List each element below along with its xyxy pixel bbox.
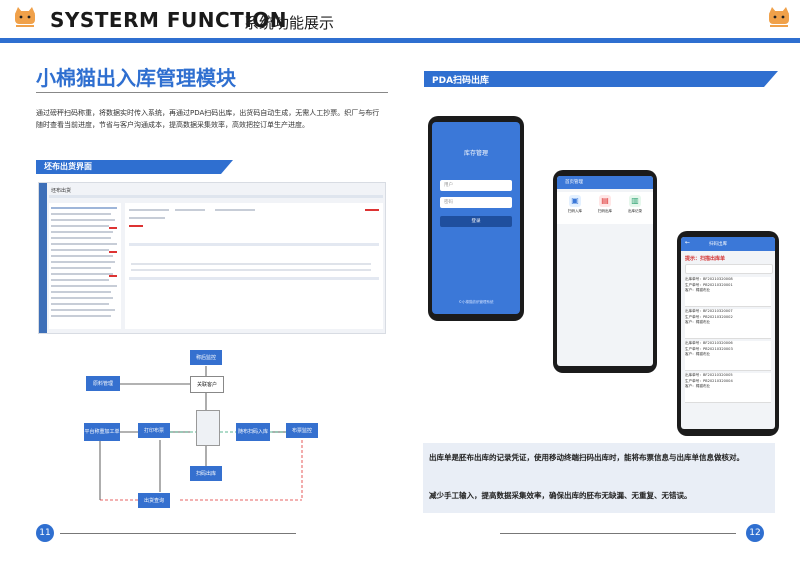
screenshot-sidebar: [39, 183, 47, 333]
order-card[interactable]: 出库单号：BF20210320006 生产单号：PB20210320003 客户…: [685, 341, 771, 371]
header-title: SYSTERM FUNCTION: [50, 8, 288, 32]
scan-input[interactable]: [685, 264, 773, 274]
password-field[interactable]: 密码: [440, 197, 512, 208]
home-header: 首页管理: [557, 176, 653, 189]
home-screen: 首页管理 ▣ 扫码入库 ▤ 扫码出库 ▥ 出库记录: [557, 176, 653, 366]
section-banner-tip: [221, 160, 233, 174]
app-out-records[interactable]: ▥ 出库记录: [623, 195, 647, 214]
header-subtitle: 系统功能展示: [244, 14, 335, 32]
flow-node-weigh: 平台称重加工单: [84, 423, 120, 441]
description-box: 出库单是胚布出库的记录凭证，使用移动终端扫码出库时，能将布票信息与出库单信息做核…: [423, 443, 775, 513]
pda-section-banner: [424, 71, 764, 87]
flow-node-monitor: 布票监控: [286, 423, 318, 438]
order-prod: 生产单号：PB20210320004: [685, 378, 733, 383]
scan-out-icon: ▤: [599, 195, 611, 207]
section-banner: [36, 160, 221, 174]
login-screen: 库存管理 用户 密码 登录 ©小棉猫纺织管理系统: [432, 122, 520, 314]
description-line-2: 减少手工输入，提高数据采集效率，确保出库的胚布无缺漏、无重复、无错误。: [429, 491, 692, 500]
title-underline: [36, 92, 388, 93]
flow-node-pda: 随布扫码入库: [236, 423, 270, 441]
login-footer: ©小棉猫纺织管理系统: [458, 300, 494, 304]
footer-line-left: [60, 533, 296, 534]
order-no: 出库单号：BF20210320008: [685, 277, 733, 281]
order-no: 出库单号：BF20210320007: [685, 309, 733, 313]
app-scan-in-label: 扫码入库: [568, 209, 582, 213]
order-customer: 客户：棉猫布业: [685, 352, 711, 356]
order-card[interactable]: 出库单号：BF20210320008 生产单号：PB20210320001 客户…: [685, 277, 771, 307]
scan-out-header: ← 扫码出库: [681, 237, 775, 251]
order-prod: 生产单号：PB20210320003: [685, 346, 733, 351]
flow-node-link-customer: 关联客户: [190, 376, 224, 393]
phone-scan-out: ← 扫码出库 提示：扫描出库单 出库单号：BF20210320008 生产单号：…: [677, 231, 779, 436]
scan-in-icon: ▣: [569, 195, 581, 207]
software-screenshot: 坯布出货: [38, 182, 386, 334]
pda-section-label: PDA扫码出库: [432, 76, 490, 86]
flow-pda-device: [196, 410, 220, 446]
back-arrow-icon[interactable]: ←: [685, 239, 691, 246]
flow-node-print: 打印布票: [138, 423, 170, 438]
pda-section-banner-tip: [764, 71, 778, 87]
brand-logo-left: [12, 6, 38, 32]
records-icon: ▥: [629, 195, 641, 207]
flowchart-connectors: [99, 366, 303, 501]
module-title: 小棉猫出入库管理模块: [36, 66, 236, 90]
flow-node-scan-out: 扫码出库: [190, 466, 222, 481]
order-card[interactable]: 出库单号：BF20210320005 生产单号：PB20210320004 客户…: [685, 373, 771, 403]
intro-text: 通过磅秤扫码称重，将数据实时传入系统，再通过PDA扫码出库，出货码自动生成，无需…: [36, 109, 380, 129]
order-card[interactable]: 出库单号：BF20210320007 生产单号：PB20210320002 客户…: [685, 309, 771, 339]
order-no: 出库单号：BF20210320006: [685, 341, 733, 345]
brand-logo-right: [766, 6, 792, 32]
scan-out-screen: ← 扫码出库 提示：扫描出库单 出库单号：BF20210320008 生产单号：…: [681, 237, 775, 429]
username-value: 用户: [444, 183, 453, 188]
home-app-grid: ▣ 扫码入库 ▤ 扫码出库 ▥ 出库记录: [557, 192, 653, 224]
header-divider: [0, 38, 800, 43]
phone-login: 库存管理 用户 密码 登录 ©小棉猫纺织管理系统: [428, 116, 524, 321]
home-header-title: 首页管理: [565, 180, 583, 185]
screenshot-title: 坯布出货: [51, 188, 72, 194]
screenshot-toolbar: [49, 195, 383, 198]
order-prod: 生产单号：PB20210320002: [685, 314, 733, 319]
order-customer: 客户：棉猫布业: [685, 320, 711, 324]
order-prod: 生产单号：PB20210320001: [685, 282, 733, 287]
app-scan-out-label: 扫码出库: [598, 209, 612, 213]
login-app-title: 库存管理: [463, 150, 488, 157]
app-records-label: 出库记录: [628, 209, 642, 213]
phone-home: 首页管理 ▣ 扫码入库 ▤ 扫码出库 ▥ 出库记录: [553, 170, 657, 373]
section-label: 坯布出货界面: [44, 162, 92, 171]
app-scan-out[interactable]: ▤ 扫码出库: [593, 195, 617, 214]
page-number-right: 12: [746, 524, 764, 542]
flow-node-stats: 出货查询: [138, 493, 170, 508]
page-number-left: 11: [36, 524, 54, 542]
description-line-1: 出库单是胚布出库的记录凭证，使用移动终端扫码出库时，能将布票信息与出库单信息做核…: [429, 453, 744, 462]
screenshot-list: [49, 203, 121, 329]
password-value: 密码: [444, 200, 453, 205]
screenshot-detail: [125, 203, 383, 329]
flow-node-material: 原料管理: [86, 376, 120, 391]
login-button[interactable]: 登录: [440, 216, 512, 227]
order-customer: 客户：棉猫布业: [685, 288, 711, 292]
scan-prompt: 提示：扫描出库单: [685, 256, 726, 262]
order-no: 出库单号：BF20210320005: [685, 373, 733, 377]
app-scan-in[interactable]: ▣ 扫码入库: [563, 195, 587, 214]
footer-line-right: [500, 533, 736, 534]
flow-node-trace: 称后监控: [190, 350, 222, 365]
order-customer: 客户：棉猫布业: [685, 384, 711, 388]
scan-out-header-title: 扫码出库: [709, 242, 727, 247]
username-field[interactable]: 用户: [440, 180, 512, 191]
